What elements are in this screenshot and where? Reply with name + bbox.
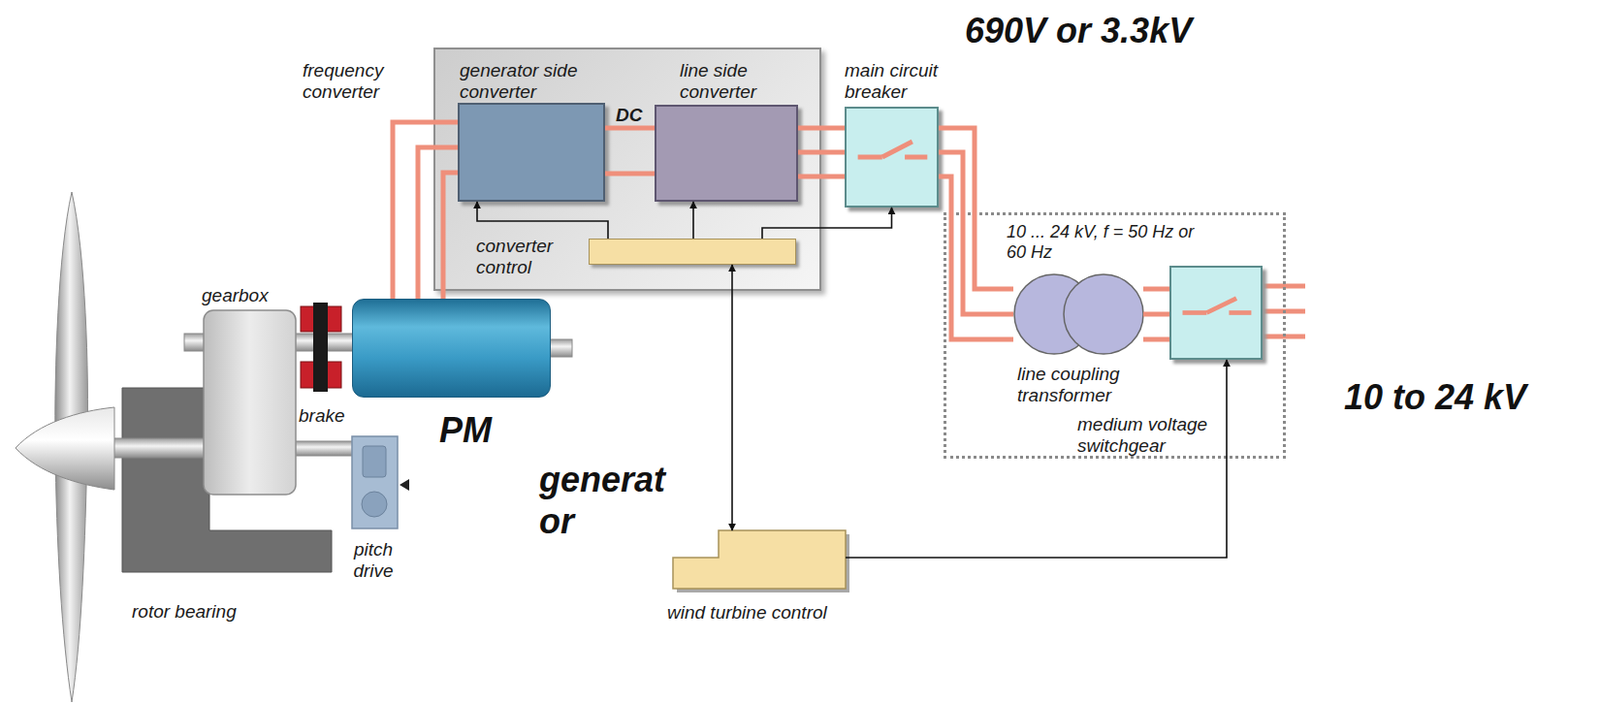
power-wire (938, 128, 1014, 340)
pitch-drive-arrow (399, 479, 410, 491)
control-box: wind turbine control (672, 530, 846, 589)
connector-stroke (731, 264, 734, 531)
transformer-symbol (1011, 273, 1146, 355)
node-label: main circuit breaker (844, 60, 966, 103)
node-label: medium voltage switchgear (1077, 414, 1223, 457)
grid-output-wires (1259, 286, 1306, 337)
pitch-shaft (290, 441, 353, 456)
connector-stroke (938, 152, 1014, 315)
converter-box: generator side converter (457, 102, 606, 202)
generator: PMgenerat or (352, 298, 551, 398)
converter-panel: frequency convertergenerator side conver… (433, 47, 822, 291)
part-label: pitch drive (339, 539, 408, 582)
node-label: wind turbine control (667, 602, 891, 624)
converter-box: line side converter (654, 104, 799, 202)
node-label: frequency converter (302, 60, 424, 103)
connector-stroke (1143, 312, 1170, 318)
part-label: brake (298, 405, 377, 427)
node-label: 10 ... 24 kV, f = 50 Hz or 60 Hz (1006, 222, 1216, 262)
connector-stroke (938, 128, 1014, 289)
switch-symbol (1171, 267, 1261, 358)
switch-symbol (846, 108, 937, 206)
part-label: rotor bearing (131, 601, 268, 623)
control-shape (672, 530, 846, 589)
node-label: line side converter (679, 60, 806, 103)
breaker-box: main circuit breaker (844, 106, 939, 208)
brake-disc (313, 302, 328, 392)
node-label: generator side converter (459, 60, 615, 103)
connector-stroke (845, 359, 1227, 558)
generator-end-shaft (548, 339, 573, 357)
switchgear-box: medium voltage switchgear (1169, 265, 1263, 360)
part-label: gearbox (201, 285, 299, 307)
node-label: converter control (476, 235, 583, 279)
part-label: 10 to 24 kV (1344, 376, 1595, 418)
node-label: PM (439, 409, 508, 451)
transformer: line coupling transformer (1011, 273, 1146, 355)
signal-line (732, 264, 734, 531)
connector-stroke (1143, 287, 1170, 292)
substation-region: 10 ... 24 kV, f = 50 Hz or 60 Hz line cou… (943, 212, 1286, 459)
hub-cone (15, 407, 115, 490)
power-wire (1143, 288, 1170, 340)
control-bar: converter control (588, 238, 797, 265)
pitch-drive-part (362, 446, 386, 478)
pitch-drive-motor (361, 491, 387, 517)
part-label: 690V or 3.3kV (964, 9, 1256, 52)
connector-stroke (938, 176, 1014, 340)
edge-label: DC (615, 104, 655, 127)
node-label: line coupling transformer (1017, 363, 1153, 407)
signal-line (845, 359, 1227, 558)
gearbox-housing (203, 310, 296, 495)
node-label: generat or (539, 458, 695, 543)
connector-stroke (1143, 337, 1170, 343)
pitch-drive-housing (352, 436, 398, 529)
